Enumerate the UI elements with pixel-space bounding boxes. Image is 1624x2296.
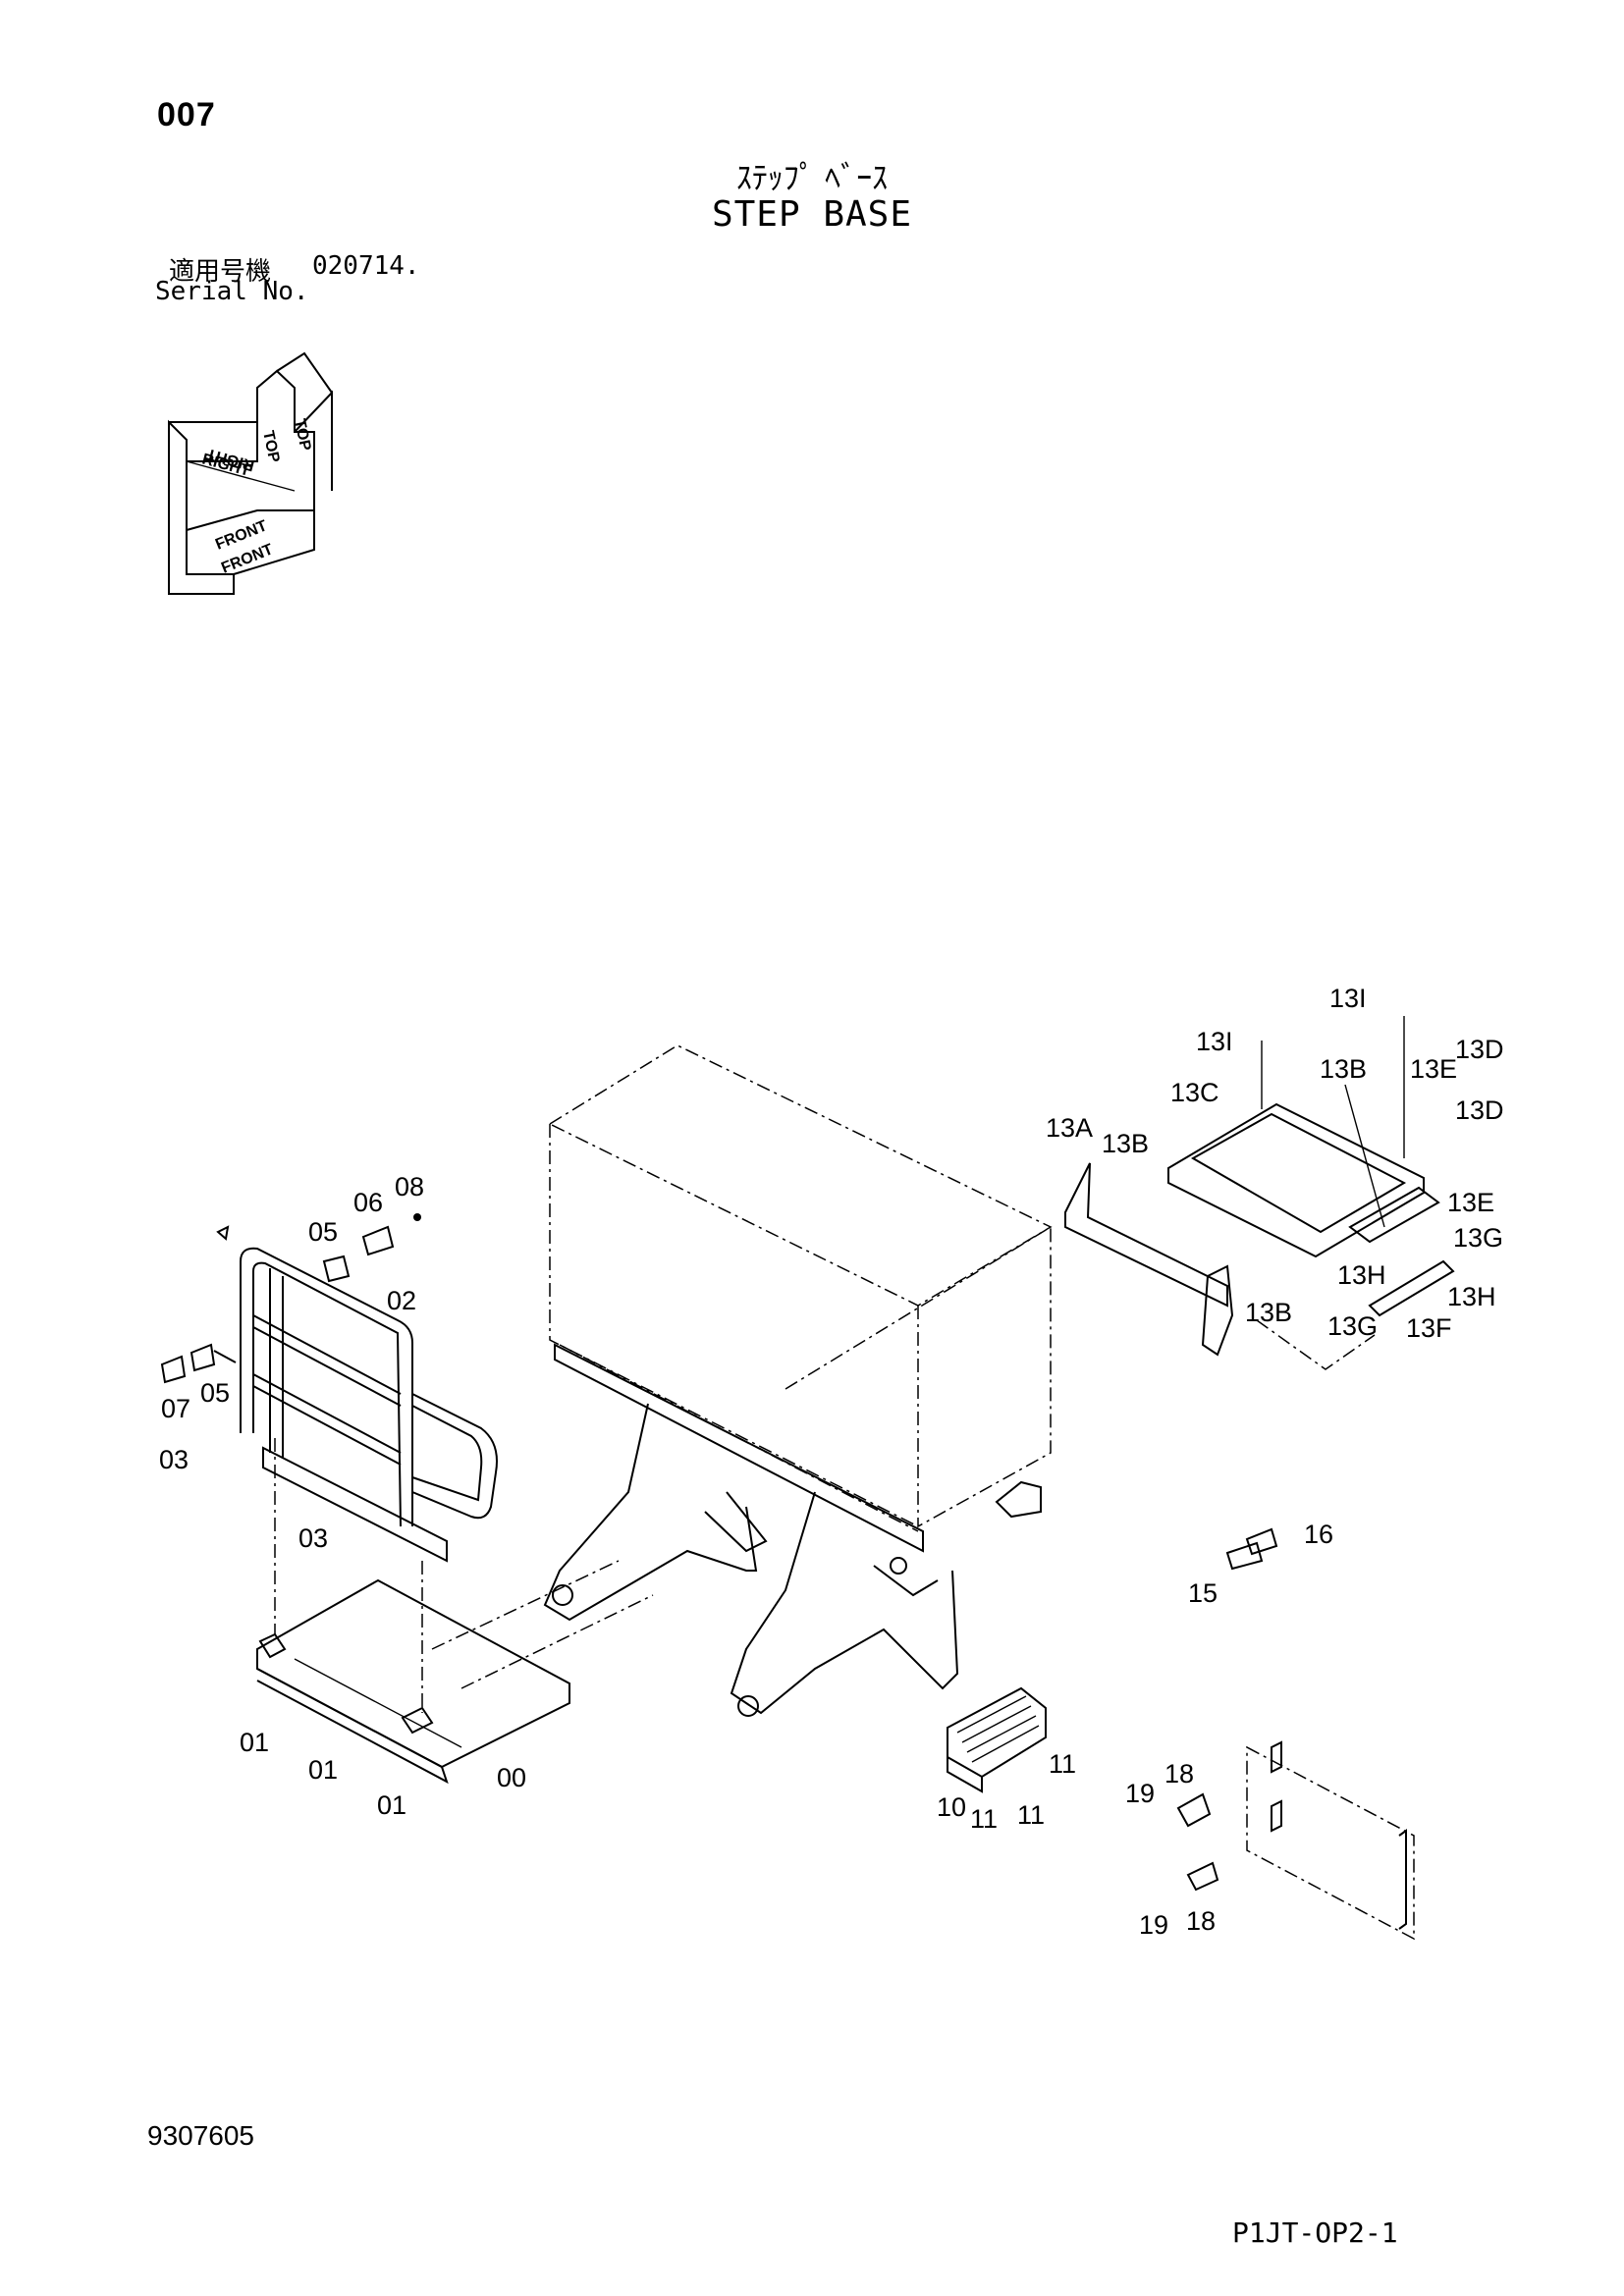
callout-13i: 13I [1329,984,1367,1013]
callout-03: 03 [298,1523,328,1553]
phantom-tank-outline [548,1044,1053,1532]
callout-01: 01 [377,1790,406,1820]
callout-18: 18 [1164,1759,1194,1789]
callout-13d: 13D [1455,1035,1504,1064]
page-number: 007 [157,96,216,133]
callout-03: 03 [159,1445,189,1474]
callout-13a: 13A [1046,1113,1093,1143]
callout-13b: 13B [1245,1298,1292,1327]
orientation-indicator: TOP TOP RIGHT RIGHT FRONT FRONT [168,351,333,595]
callout-13h: 13H [1337,1260,1386,1290]
upper-step-assembly [1064,1016,1455,1370]
callout-11: 11 [1049,1749,1076,1779]
serial-value: 020714. [312,251,420,281]
callout-13c: 13C [1170,1078,1219,1107]
document-number: 9307605 [147,2120,255,2151]
page-title-japanese: ｽﾃｯﾌﾟ ﾍﾞｰｽ [735,159,889,196]
callout-01: 01 [308,1755,338,1785]
callout-13i: 13I [1196,1027,1233,1056]
callout-13e: 13E [1410,1054,1457,1084]
step-plate [256,1438,654,1785]
orientation-label: TOP [291,417,313,453]
callout-01: 01 [240,1728,269,1757]
serial-label: Serial No. [155,277,309,306]
callout-08: 08 [395,1172,424,1201]
callout-16: 16 [1304,1520,1333,1549]
page-code: P1JT-OP2-1 [1232,2216,1398,2249]
callout-labels: 00 01 01 01 02 03 03 05 05 06 07 08 10 1… [159,984,1504,1940]
orientation-label: TOP [259,429,282,464]
frame-brackets [543,1343,1042,1717]
callout-07: 07 [161,1394,190,1423]
callout-11: 11 [970,1804,998,1834]
callout-13f: 13F [1406,1313,1452,1343]
callout-13g: 13G [1327,1311,1378,1341]
callout-02: 02 [387,1286,416,1315]
callout-18: 18 [1186,1906,1216,1936]
callout-00: 00 [497,1763,526,1792]
callout-10: 10 [937,1792,966,1822]
callout-13e: 13E [1447,1188,1494,1217]
callout-11: 11 [1017,1800,1045,1830]
callout-13h: 13H [1447,1282,1496,1311]
callout-13d: 13D [1455,1095,1504,1125]
callout-05: 05 [308,1217,338,1247]
page-title: STEP BASE [711,194,913,235]
serial-label-japanese: 適用号機 [169,257,272,287]
clamp-brackets [160,1213,421,1384]
callout-13g: 13G [1453,1223,1503,1253]
mini-step [947,1686,1047,1793]
callout-13b: 13B [1320,1054,1367,1084]
callout-19: 19 [1125,1779,1155,1808]
callout-19: 19 [1139,1910,1168,1940]
side-cover-panel [1176,1527,1415,1941]
callout-06: 06 [353,1188,383,1217]
callout-15: 15 [1188,1578,1218,1608]
callout-13b: 13B [1102,1129,1149,1158]
callout-05: 05 [200,1378,230,1408]
handrail-assembly [213,1225,498,1563]
